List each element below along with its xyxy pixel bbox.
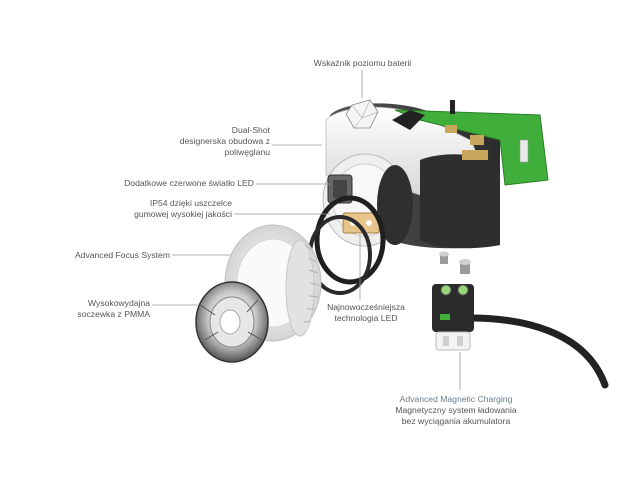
label-housing: Dual-Shot designerska obudowa z poliwęgl… xyxy=(179,125,270,157)
label-seal: IP54 dzięki uszczelce gumowej wysokiej j… xyxy=(134,198,232,219)
label-focus-system: Advanced Focus System xyxy=(74,250,170,260)
label-battery-indicator: Wskaźnik poziomu baterii xyxy=(313,58,412,68)
battery-indicator-crystal xyxy=(345,99,379,129)
magnetic-charger-head xyxy=(432,284,474,351)
label-charging: Advanced Magnetic Charging Magnetyczny s… xyxy=(395,394,517,426)
label-led-technology: Najnowocześniejsza technologia LED xyxy=(327,302,405,323)
label-red-led: Dodatkowe czerwone światło LED xyxy=(124,178,254,188)
leader-lines xyxy=(152,70,461,390)
pmma-lens xyxy=(195,281,269,363)
magnetic-pins xyxy=(439,251,471,274)
pcb-board xyxy=(392,100,549,186)
charging-cable xyxy=(466,314,609,389)
label-lens: Wysokowydajna soczewka z PMMA xyxy=(77,298,150,319)
